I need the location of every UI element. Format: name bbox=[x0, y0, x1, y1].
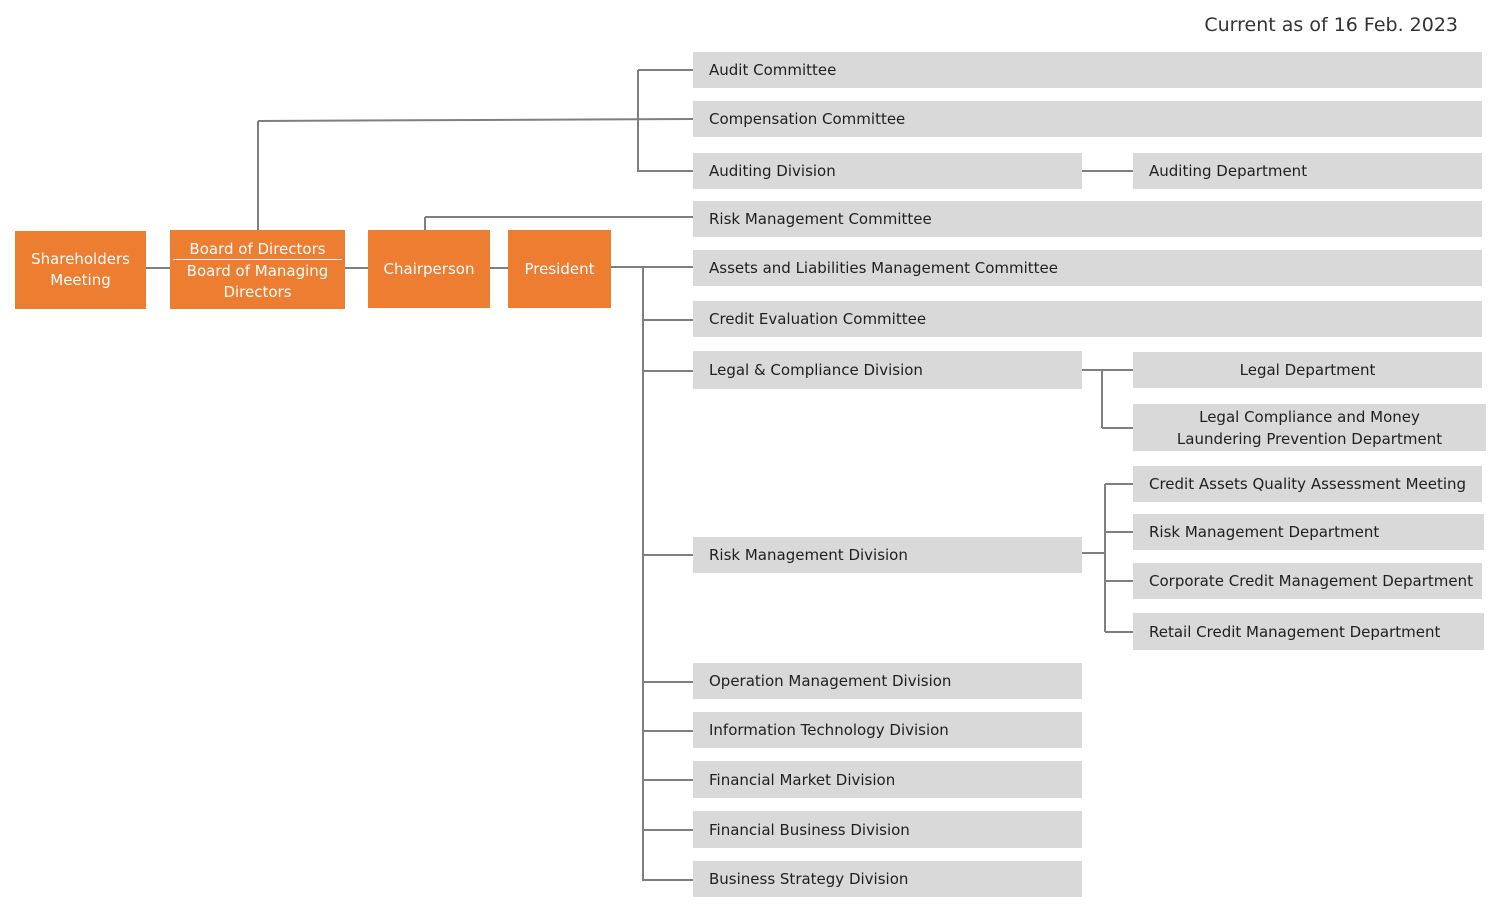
risk-management-department-box: Risk Management Department bbox=[1133, 514, 1484, 550]
legal-compliance-division-box: Legal & Compliance Division bbox=[693, 351, 1082, 389]
auditing-division-box: Auditing Division bbox=[693, 153, 1082, 189]
corporate-credit-department-label: Corporate Credit Management Department bbox=[1149, 572, 1473, 590]
risk-management-department-label: Risk Management Department bbox=[1149, 523, 1380, 541]
retail-credit-department-label: Retail Credit Management Department bbox=[1149, 622, 1441, 641]
board-of-directors-label: Board of Directors bbox=[189, 240, 326, 258]
audit-committee-box: Audit Committee bbox=[693, 52, 1482, 88]
operation-management-division-label: Operation Management Division bbox=[709, 672, 952, 690]
alm-committee-box: Assets and Liabilities Management Commit… bbox=[693, 250, 1482, 286]
retail-credit-department-box: Retail Credit Management Department bbox=[1133, 613, 1484, 650]
credit-evaluation-committee-label: Credit Evaluation Committee bbox=[709, 310, 927, 328]
risk-management-committee-label: Risk Management Committee bbox=[709, 210, 932, 228]
auditing-department-box: Auditing Department bbox=[1133, 153, 1482, 189]
risk-management-division-label: Risk Management Division bbox=[709, 546, 908, 564]
financial-market-division-box: Financial Market Division bbox=[693, 761, 1082, 798]
alm-committee-label: Assets and Liabilities Management Commit… bbox=[709, 259, 1059, 277]
compensation-committee-box: Compensation Committee bbox=[693, 101, 1482, 137]
business-strategy-division-label: Business Strategy Division bbox=[709, 870, 909, 888]
date-note: Current as of 16 Feb. 2023 bbox=[1204, 14, 1458, 36]
board-divider bbox=[173, 259, 342, 260]
legal-compliance-aml-department-box: Legal Compliance and Money Laundering Pr… bbox=[1133, 404, 1486, 451]
corporate-credit-department-box: Corporate Credit Management Department bbox=[1133, 563, 1482, 599]
chairperson-label: Chairperson bbox=[383, 259, 475, 278]
legal-compliance-aml-department-label: Legal Compliance and Money Laundering Pr… bbox=[1176, 407, 1443, 448]
legal-department-box: Legal Department bbox=[1133, 352, 1482, 388]
information-technology-division-box: Information Technology Division bbox=[693, 712, 1082, 748]
risk-management-committee-box: Risk Management Committee bbox=[693, 201, 1482, 237]
financial-business-division-box: Financial Business Division bbox=[693, 811, 1082, 848]
information-technology-division-label: Information Technology Division bbox=[709, 721, 949, 739]
legal-department-label: Legal Department bbox=[1239, 361, 1376, 379]
board-of-managing-directors-label: Board of Managing Directors bbox=[186, 262, 329, 301]
credit-assets-quality-meeting-box: Credit Assets Quality Assessment Meeting bbox=[1133, 466, 1482, 502]
financial-business-division-label: Financial Business Division bbox=[709, 820, 910, 839]
auditing-division-label: Auditing Division bbox=[709, 162, 836, 180]
legal-compliance-division-label: Legal & Compliance Division bbox=[709, 361, 923, 379]
financial-market-division-label: Financial Market Division bbox=[709, 770, 896, 789]
credit-evaluation-committee-box: Credit Evaluation Committee bbox=[693, 301, 1482, 337]
auditing-department-label: Auditing Department bbox=[1149, 162, 1308, 180]
president-label: President bbox=[524, 259, 595, 278]
board-box: Board of Directors Board of Managing Dir… bbox=[170, 230, 345, 309]
business-strategy-division-box: Business Strategy Division bbox=[693, 861, 1082, 897]
credit-assets-quality-meeting-label: Credit Assets Quality Assessment Meeting bbox=[1149, 475, 1467, 493]
compensation-committee-label: Compensation Committee bbox=[709, 110, 906, 128]
audit-committee-label: Audit Committee bbox=[709, 61, 837, 79]
president-box: President bbox=[508, 230, 611, 308]
operation-management-division-box: Operation Management Division bbox=[693, 663, 1082, 699]
chairperson-box: Chairperson bbox=[368, 230, 490, 308]
shareholders-meeting-label: Shareholders Meeting bbox=[31, 250, 130, 289]
risk-management-division-box: Risk Management Division bbox=[693, 537, 1082, 573]
shareholders-meeting-box: Shareholders Meeting bbox=[15, 231, 146, 309]
